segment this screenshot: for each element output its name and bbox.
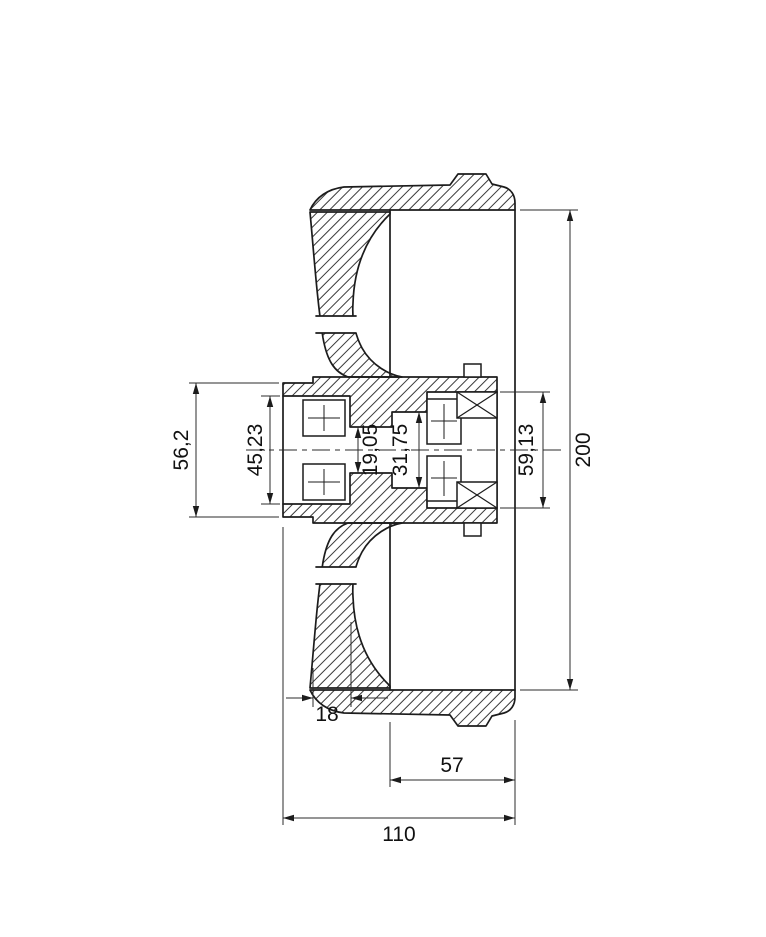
dimension-56-2: 56,2 [170,382,279,518]
dim-110-arrow-left [283,814,294,822]
dim-18-arrow-right [351,694,362,702]
stud-hole-bottom [315,566,357,585]
dim-19-05-arrow-down [354,462,362,473]
bearing-right-bottom [426,455,498,509]
dimensions: 56,2 45,23 19,05 31,75 [170,209,595,846]
dimension-18: 18 [286,622,388,726]
dimension-31-75: 31,75 [389,412,423,488]
dim-56-2-arrow-down [192,506,200,517]
stud-hole-top-fill [315,316,357,333]
bearing-right-top [426,391,498,445]
hub-lug-bottom [463,522,482,537]
dimension-59-13: 59,13 [500,391,550,509]
dimension-19-05: 19,05 [354,424,382,477]
dim-200-arrow-up [566,210,574,221]
dim-label-19-05: 19,05 [359,424,382,477]
dim-label-59-13: 59,13 [515,424,538,477]
dim-label-200: 200 [572,432,595,467]
bearing-left-bottom [302,463,346,501]
dim-label-57: 57 [440,754,463,777]
bearing-left-top [302,399,346,437]
dimension-110: 110 [282,527,515,846]
web-top [309,211,403,378]
web [309,211,403,689]
dim-59-13-arrow-down [539,497,547,508]
dim-label-18: 18 [315,703,338,726]
dimension-57: 57 [389,720,516,825]
dimension-45-23: 45,23 [244,395,280,505]
hub-lug-top [463,363,482,378]
dim-56-2-arrow-up [192,383,200,394]
dim-19-05-arrow-up [354,427,362,438]
dim-45-23-arrow-up [266,396,274,407]
drum-shell [309,173,516,727]
dim-45-23-arrow-down [266,493,274,504]
dim-57-arrow-left [390,776,401,784]
dim-18-arrow-left [302,694,313,702]
bearings [302,391,498,509]
dim-label-45-23: 45,23 [244,424,267,477]
bearing-right-top-cage-diag-2 [456,391,498,419]
dim-label-110: 110 [382,823,415,846]
dim-label-31-75: 31,75 [389,424,412,477]
dim-59-13-arrow-up [539,392,547,403]
dim-110-arrow-right [504,814,515,822]
dimension-200: 200 [520,209,595,691]
dim-31-75-arrow-up [415,412,423,423]
web-bottom [309,522,403,689]
drum-wall-top [309,173,516,211]
dim-200-arrow-down [566,679,574,690]
bearing-right-bottom-cage-diag-2 [456,481,498,509]
stud-hole-bottom-fill [315,567,357,584]
drum-wall-bottom [309,689,516,727]
dim-57-arrow-right [504,776,515,784]
stud-hole-top [315,315,357,334]
dim-31-75-arrow-down [415,477,423,488]
dim-label-56-2: 56,2 [170,430,193,471]
